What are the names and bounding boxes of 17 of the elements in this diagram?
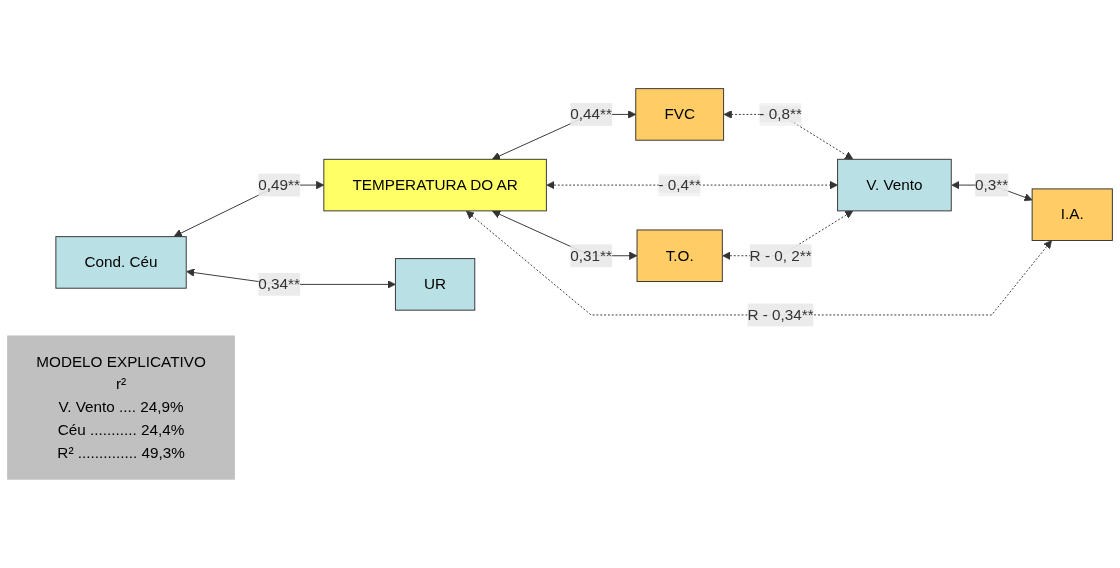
- edge-label: - 0,4**: [658, 176, 701, 193]
- node-box: Cond. Céu: [55, 236, 187, 289]
- node-box: V. Vento: [837, 158, 952, 212]
- node-box: MODELO EXPLICATIVO r² V. Vento .... 24,9% Céu ........... 24,4% R² .............. 49,3%: [7, 335, 235, 480]
- edge-label: 0,44**: [570, 105, 612, 123]
- edge-label: R - 0, 2**: [749, 247, 812, 264]
- edge-label: - 0,8**: [759, 105, 802, 123]
- node-box: TEMPERATURA DO AR: [323, 158, 547, 212]
- node-box: I.A.: [1031, 188, 1113, 241]
- node-box: FVC: [635, 88, 725, 141]
- node-box: UR: [394, 258, 476, 311]
- edge-label: 0,49**: [258, 176, 300, 193]
- node-box: T.O.: [636, 229, 723, 283]
- edge-label: 0,31**: [570, 247, 612, 264]
- edge-label: 0,3**: [975, 176, 1009, 193]
- edge-label: 0,34**: [258, 275, 300, 293]
- edge-label: R - 0,34**: [747, 306, 814, 323]
